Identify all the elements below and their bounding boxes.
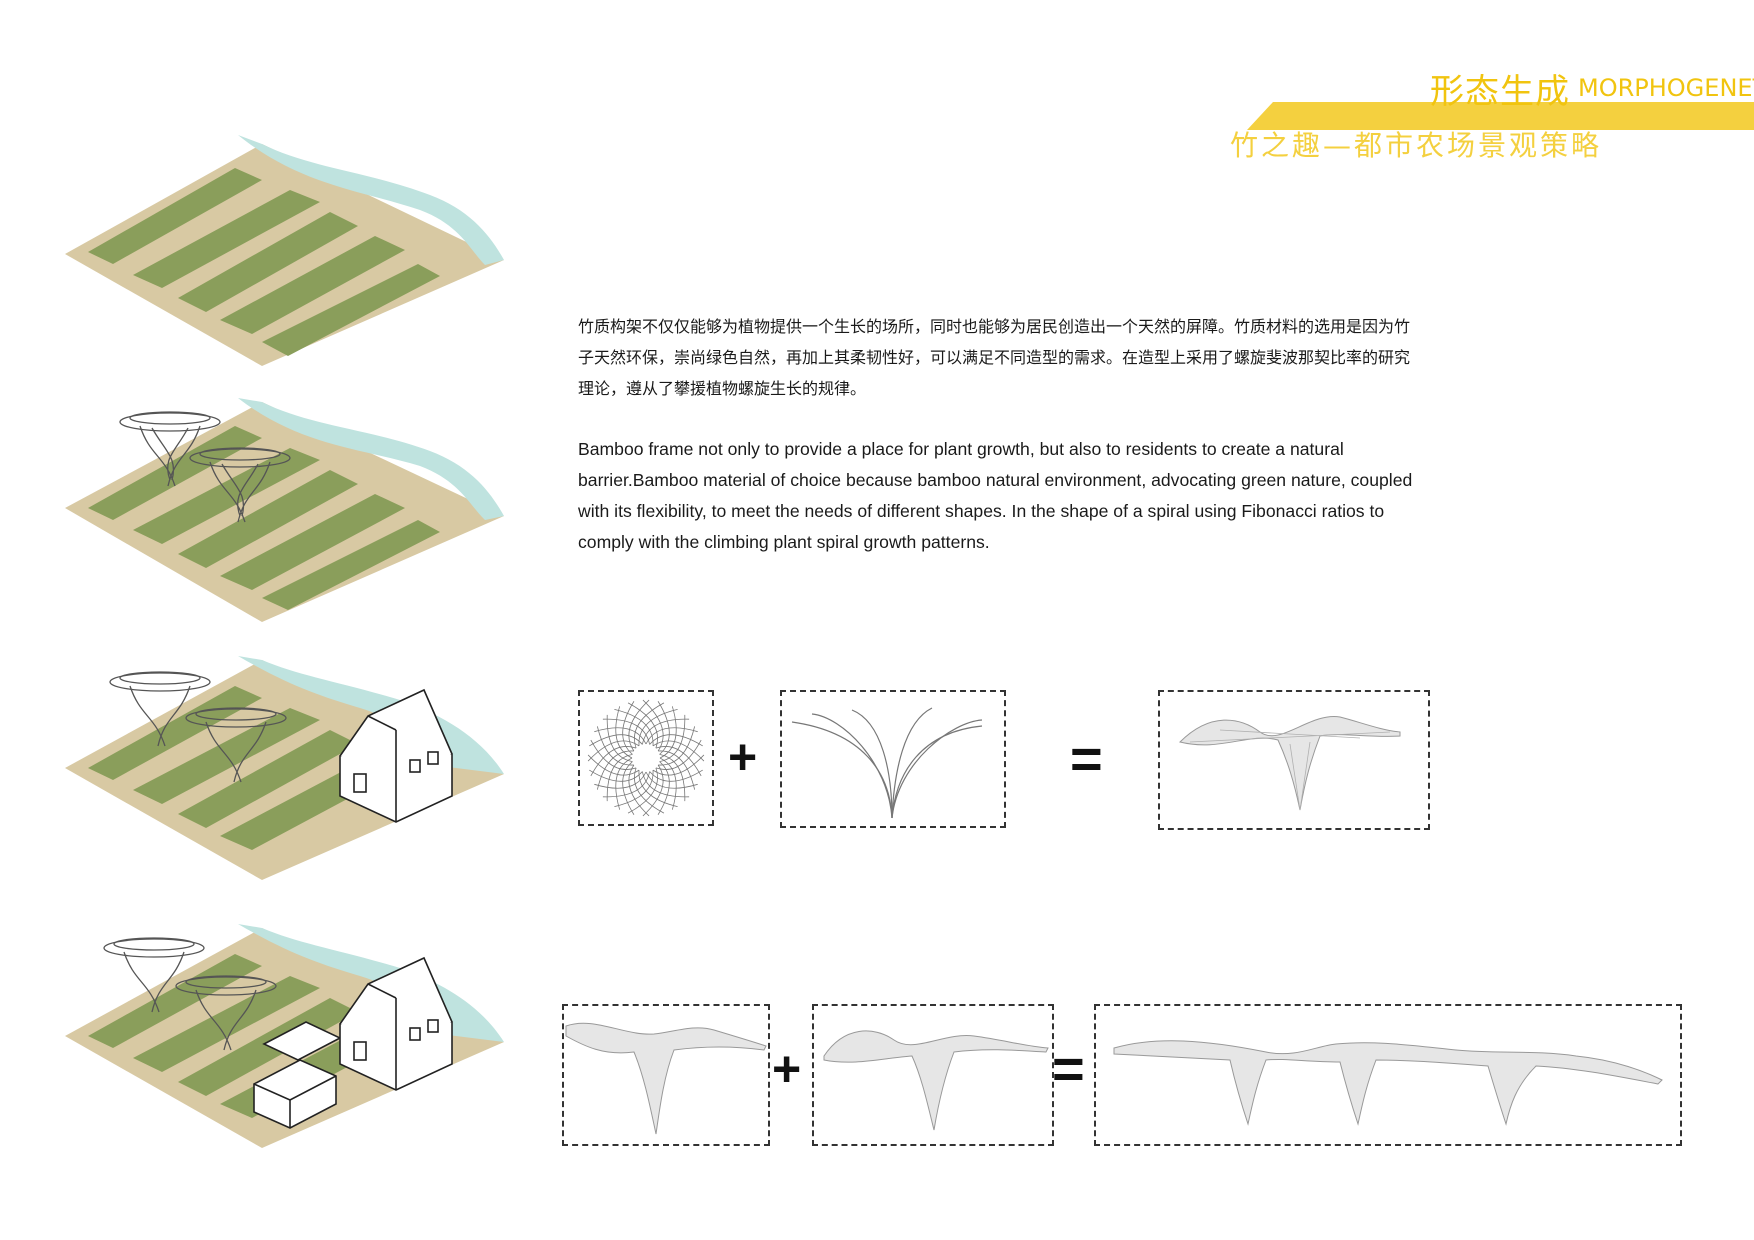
bamboo-stem-icon [791,707,983,819]
spiral-strand [589,734,643,747]
combined-canopy-box [1094,1004,1682,1146]
canopy-unit-box-b [812,1004,1054,1146]
header-accent-bar [1247,102,1754,130]
spiral-strand [641,771,690,798]
spiral-strand [659,753,686,802]
canopy-structure-icon [823,1030,1049,1131]
greenhouse-icon [339,688,453,823]
spiral-strand [587,740,640,762]
fibonacci-spiral-icon [587,699,705,817]
description-block: 竹质构架不仅仅能够为植物提供一个生长的场所，同时也能够为居民创造出一个天然的屏障… [578,311,1418,558]
spiral-strand [622,761,635,815]
canopy-unit-box-a [562,1004,770,1146]
planter-box-icon [253,1021,342,1129]
spiral-pattern-box [578,690,714,826]
stem-curves-box [780,690,1006,828]
spiral-strand [657,701,670,755]
extended-canopy-structure-icon [1113,1040,1663,1126]
spiral-strand [652,754,705,776]
spiral-strand [642,699,664,752]
bamboo-spiral-frame-icon [119,411,291,523]
spiral-strand [658,726,696,766]
plus-operator: + [772,1041,802,1097]
greenhouse-icon [339,956,453,1091]
farm-stage-3 [65,656,504,880]
plus-operator: + [728,729,758,785]
spiral-strand [627,702,658,749]
spiral-strand [649,769,703,782]
page-header: 形态生成 MORPHOGENETIC 竹之趣—都市农场景观策略 [0,0,1754,162]
description-en: Bamboo frame not only to provide a place… [578,439,1413,552]
farm-stage-4 [65,924,504,1148]
combined-structure-box [1158,690,1430,830]
spiral-strand [596,750,634,790]
spiral-strand [614,708,654,746]
section-title-cn: 形态生成 [1430,72,1570,112]
spiral-strand [628,764,650,817]
farm-stage-2 [65,398,504,622]
spiral-strand [602,718,651,745]
farm-stage-1 [65,135,504,366]
spiral-strand [645,771,698,789]
bamboo-spiral-frame-icon [103,937,277,1051]
spiral-strand [655,739,702,770]
spiral-strand [638,770,678,808]
spiral-strand [594,727,647,745]
description-cn: 竹质构架不仅仅能够为植物提供一个生长的场所，同时也能够为居民创造出一个天然的屏障… [578,317,1411,398]
equals-operator: = [1052,1037,1085,1100]
bamboo-spiral-frame-icon [109,671,287,783]
farm-plot [65,398,504,622]
spiral-strand [590,746,637,777]
canopy-structure-icon [565,1022,767,1135]
section-title-en: MORPHOGENETIC [1578,74,1754,102]
spiral-strand [615,757,633,810]
project-subtitle: 竹之趣—都市农场景观策略 [1230,129,1603,162]
spiral-strand [606,753,633,802]
farm-plot [65,135,504,366]
spiral-strand [659,714,686,763]
canopy-structure-icon [1179,716,1401,811]
spiral-strand [634,767,665,814]
equals-operator: = [1070,727,1103,790]
